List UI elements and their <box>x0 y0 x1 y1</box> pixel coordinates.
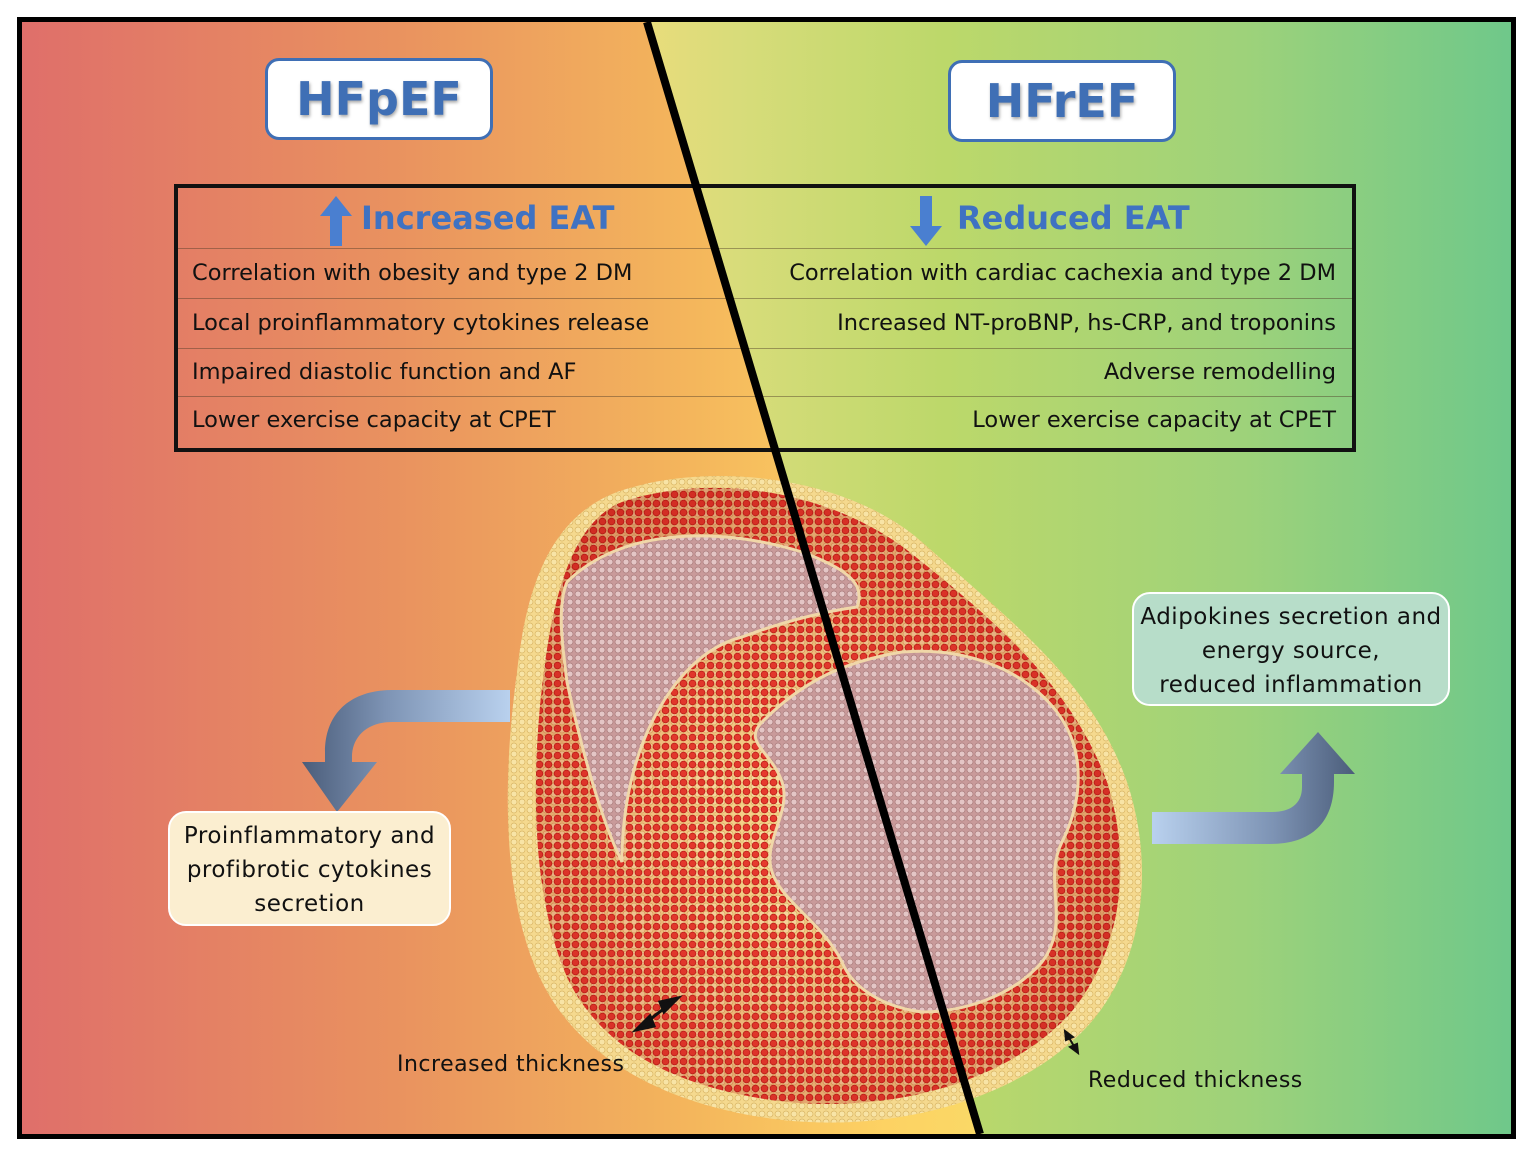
increased-eat-heading: Increased EAT <box>361 199 615 237</box>
heart-illustration <box>302 476 1355 1123</box>
divider-line <box>643 22 984 1134</box>
increased-thickness-label: Increased thickness <box>397 1052 625 1077</box>
right-ventricle-cavity <box>559 534 861 863</box>
hfpef-row: Correlation with obesity and type 2 DM <box>192 260 633 286</box>
arrow-up-icon <box>320 196 352 246</box>
double-arrow-icon <box>631 995 683 1033</box>
hfref-row: Correlation with cardiac cachexia and ty… <box>789 260 1336 286</box>
figure-frame: HFpEF HFrEF Increased EAT Reduced EAT Co… <box>17 17 1516 1139</box>
hfpef-title: HFpEF <box>265 58 493 140</box>
hfref-callout: Adipokines secretion and energy source, … <box>1132 592 1450 706</box>
left-ventricle-cavity <box>753 649 1080 1014</box>
hfpef-row: Impaired diastolic function and AF <box>192 359 577 385</box>
hfref-row: Lower exercise capacity at CPET <box>972 407 1336 433</box>
curved-arrow-left-icon <box>302 690 510 812</box>
hfpef-row: Local proinflammatory cytokines release <box>192 310 650 336</box>
reduced-thickness-label: Reduced thickness <box>1088 1068 1303 1093</box>
hfref-row: Adverse remodelling <box>1103 359 1336 385</box>
double-arrow-icon <box>1063 1028 1080 1056</box>
curved-arrow-right-icon <box>1152 732 1355 844</box>
hfref-title: HFrEF <box>948 60 1176 142</box>
eat-comparison-table: Increased EAT Reduced EAT Correlation wi… <box>174 184 1356 452</box>
reduced-eat-heading: Reduced EAT <box>957 199 1190 237</box>
hfpef-callout: Proinflammatory and profibrotic cytokine… <box>168 811 451 926</box>
arrow-down-icon <box>910 196 942 246</box>
hfpef-row: Lower exercise capacity at CPET <box>192 407 556 433</box>
hfref-row: Increased NT-proBNP, hs-CRP, and troponi… <box>837 310 1336 336</box>
